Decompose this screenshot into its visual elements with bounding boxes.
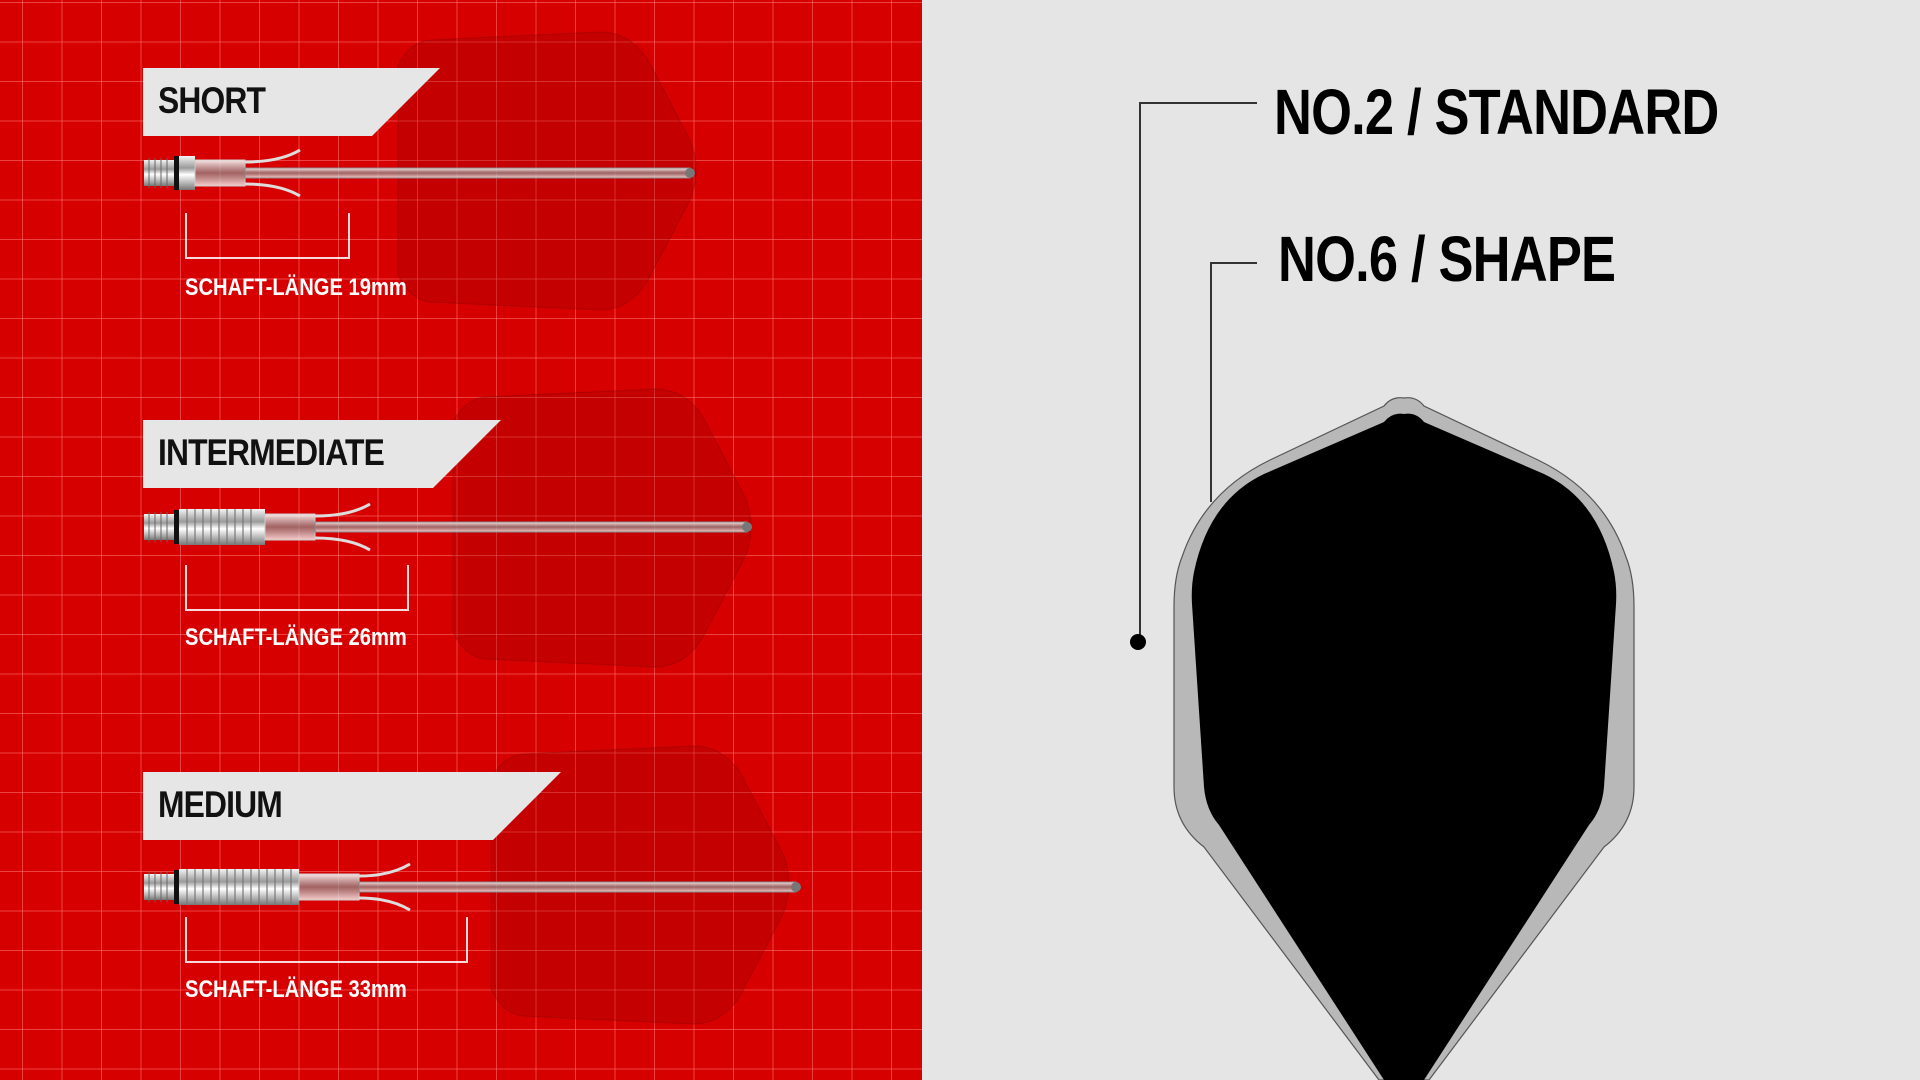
length-bracket — [185, 213, 350, 259]
flight-shape-comparison-icon — [1173, 397, 1635, 1080]
standard-leader-vertical — [1139, 102, 1141, 642]
shaft-short-section: SHORT SCHA — [0, 0, 922, 340]
shaft-length-text: SCHAFT-LÄNGE 19mm — [185, 274, 407, 301]
shaft-length-text: SCHAFT-LÄNGE 26mm — [185, 624, 407, 651]
shaft-label: INTERMEDIATE — [158, 432, 384, 473]
standard-flight-label: NO.2 / STANDARD — [1274, 76, 1719, 148]
shaft-intermediate-icon — [144, 502, 752, 552]
shaft-label-tab: MEDIUM — [143, 772, 561, 840]
standard-leader-horizontal — [1139, 102, 1257, 104]
shape-leader-vertical — [1210, 262, 1212, 502]
shaft-length-text: SCHAFT-LÄNGE 33mm — [185, 976, 407, 1003]
shaft-label-tab: INTERMEDIATE — [143, 420, 501, 488]
shaft-label: SHORT — [158, 80, 266, 121]
shape-flight-label: NO.6 / SHAPE — [1278, 223, 1616, 295]
flight-shape-panel: NO.2 / STANDARD NO.6 / SHAPE — [922, 0, 1920, 1080]
shaft-comparison-panel: SHORT SCHA — [0, 0, 922, 1080]
shape-leader-horizontal — [1210, 262, 1257, 264]
shape-flight-fill — [1191, 413, 1617, 1080]
shaft-label: MEDIUM — [158, 784, 282, 825]
shaft-medium-section: MEDIUM SCHAFT-LÄNGE 33mm — [0, 704, 922, 1074]
shaft-short-icon — [144, 148, 695, 198]
length-bracket — [185, 565, 409, 611]
shaft-medium-icon — [144, 862, 801, 912]
standard-leader-dot — [1130, 634, 1146, 650]
length-bracket — [185, 917, 468, 963]
shaft-intermediate-section: INTERMEDIATE SCHAFT-LÄNGE 26mm — [0, 352, 922, 692]
